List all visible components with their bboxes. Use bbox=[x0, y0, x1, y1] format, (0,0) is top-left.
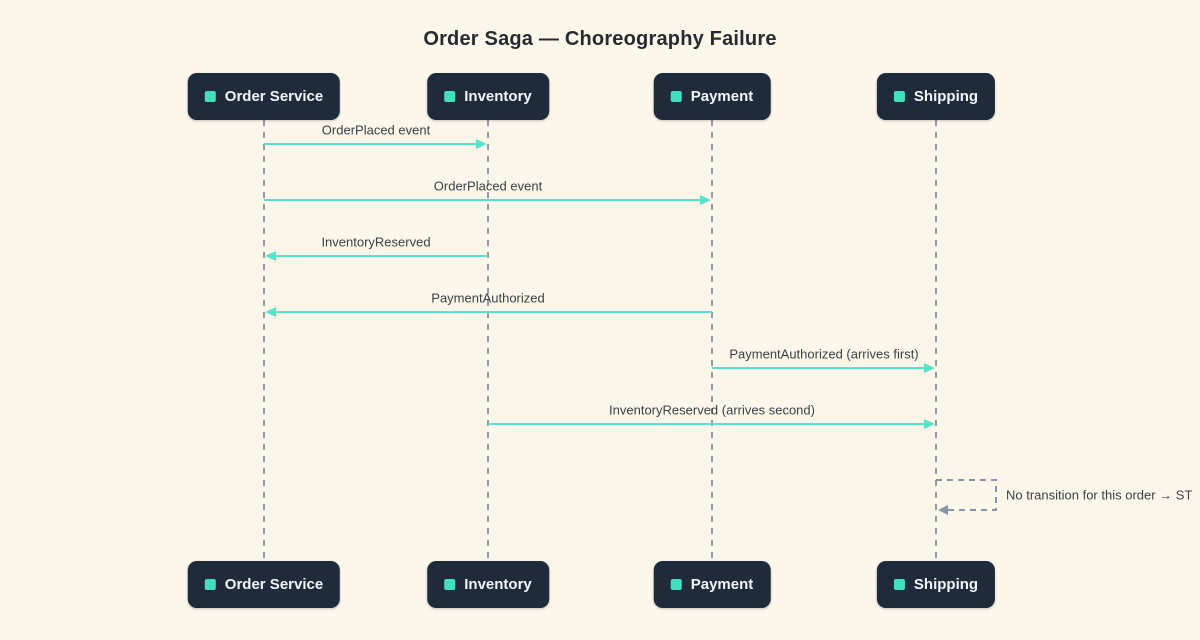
participant-bottom-payment: Payment bbox=[653, 561, 771, 608]
participant-label: Inventory bbox=[464, 576, 532, 593]
participant-label: Payment bbox=[690, 576, 754, 593]
self-message-label: No transition for this order → ST bbox=[1006, 487, 1193, 503]
participant-label: Inventory bbox=[464, 88, 532, 105]
self-message-loop bbox=[936, 479, 997, 511]
participant-label: Payment bbox=[690, 88, 754, 105]
participant-marker-icon bbox=[893, 579, 905, 590]
participant-marker-icon bbox=[444, 579, 456, 590]
participant-top-inventory: Inventory bbox=[427, 73, 549, 120]
participant-marker-icon bbox=[670, 579, 682, 590]
participant-label: Shipping bbox=[913, 88, 979, 105]
participant-bottom-order-service: Order Service bbox=[187, 561, 341, 608]
participant-bottom-inventory: Inventory bbox=[427, 561, 549, 608]
participant-top-shipping: Shipping bbox=[876, 73, 996, 120]
message-label: OrderPlaced event bbox=[321, 122, 431, 138]
participant-marker-icon bbox=[204, 91, 216, 102]
message-arrowhead-icon bbox=[476, 139, 487, 149]
message-arrowhead-icon bbox=[265, 251, 276, 261]
message-label: OrderPlaced event bbox=[433, 178, 543, 194]
message-arrowhead-icon bbox=[924, 419, 935, 429]
participant-top-payment: Payment bbox=[653, 73, 771, 120]
participant-marker-icon bbox=[893, 91, 905, 102]
diagram-title: Order Saga — Choreography Failure bbox=[423, 28, 777, 50]
message-label: InventoryReserved bbox=[321, 234, 431, 250]
participant-top-order-service: Order Service bbox=[187, 73, 341, 120]
self-message-arrowhead-icon bbox=[938, 505, 948, 515]
message-arrowhead-icon bbox=[700, 195, 711, 205]
message-label: PaymentAuthorized (arrives first) bbox=[729, 346, 919, 362]
participant-label: Order Service bbox=[224, 88, 324, 105]
message-arrowhead-icon bbox=[924, 363, 935, 373]
participant-bottom-shipping: Shipping bbox=[876, 561, 996, 608]
participant-marker-icon bbox=[444, 91, 456, 102]
message-arrowhead-icon bbox=[265, 307, 276, 317]
participant-label: Order Service bbox=[224, 576, 324, 593]
participant-label: Shipping bbox=[913, 576, 979, 593]
message-label: InventoryReserved (arrives second) bbox=[609, 402, 815, 418]
participant-marker-icon bbox=[670, 91, 682, 102]
message-label: PaymentAuthorized bbox=[431, 290, 545, 306]
participant-marker-icon bbox=[204, 579, 216, 590]
